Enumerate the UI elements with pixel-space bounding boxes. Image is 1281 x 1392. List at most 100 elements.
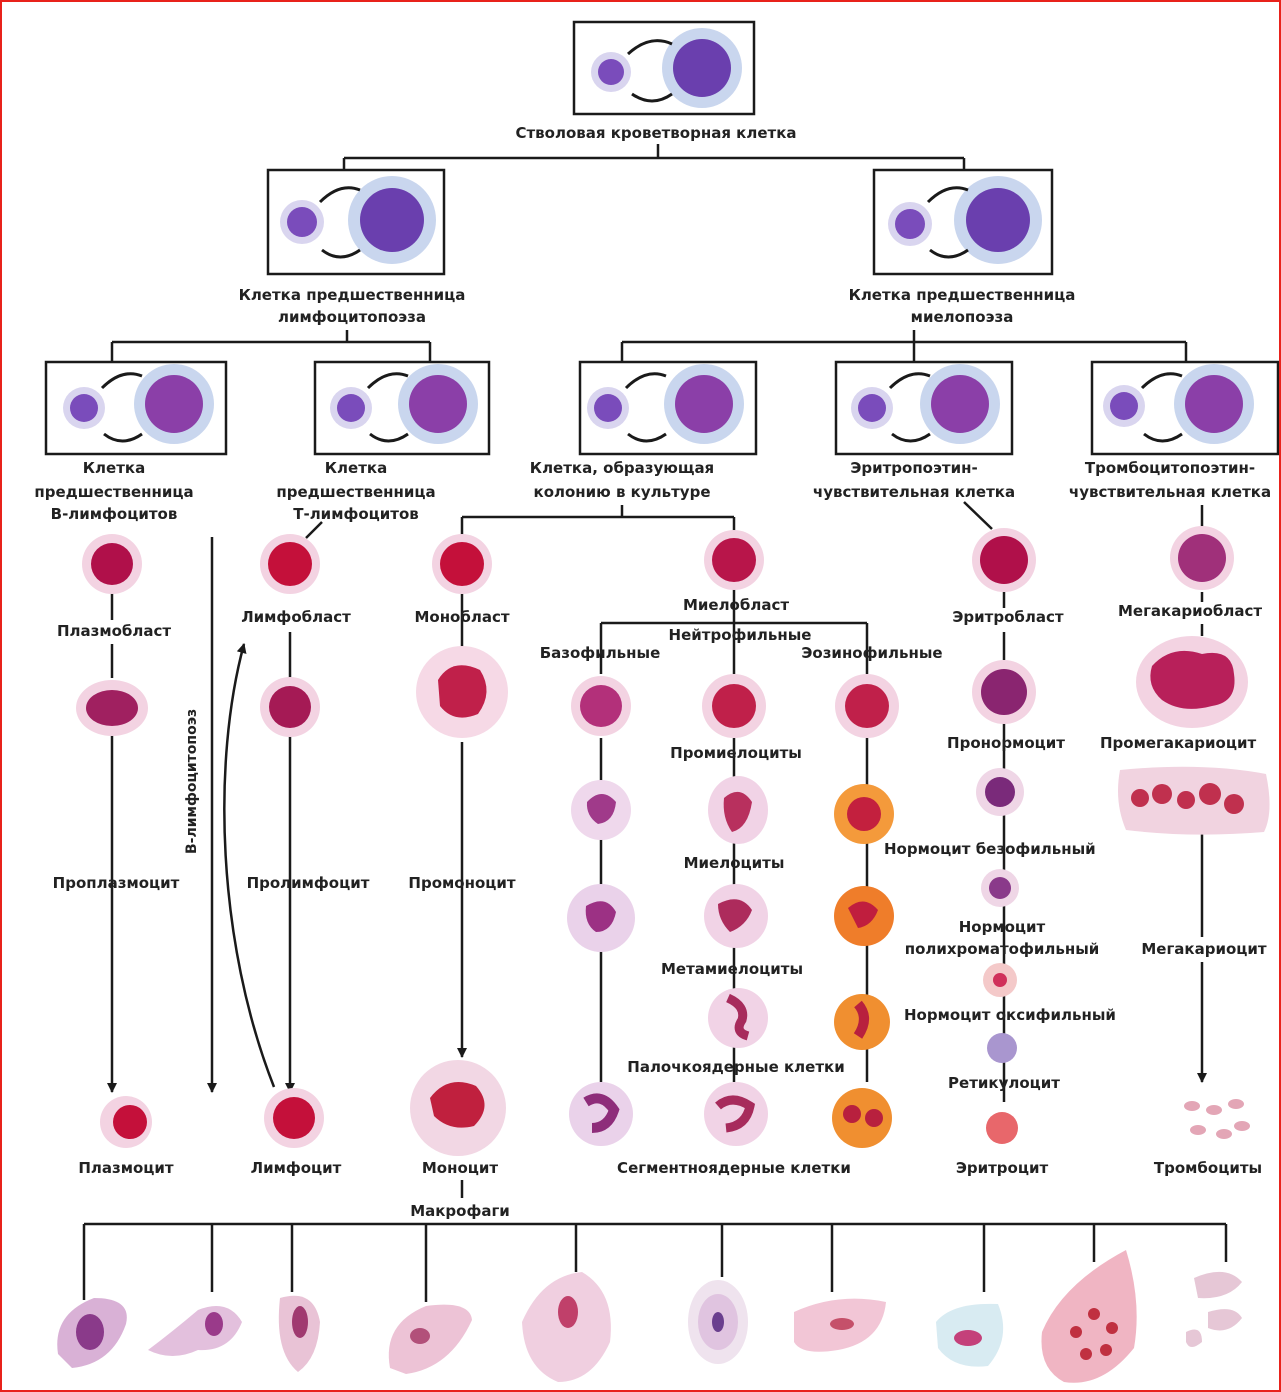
normocyte-basophilic-cell xyxy=(976,768,1024,816)
progenitor-boxes xyxy=(46,22,1278,454)
plasmoblast-cell xyxy=(82,534,142,594)
macrophage-8 xyxy=(936,1304,1003,1367)
t-progenitor-label-line3: Т-лимфоцитов xyxy=(293,505,419,524)
lymphoblast-cell xyxy=(260,534,320,594)
platelets-cluster xyxy=(1184,1099,1250,1139)
segmented-cells-label: Сегментноядерные клетки xyxy=(617,1159,851,1178)
promonocyte-cell xyxy=(416,646,508,738)
b-progenitor-label-line2: предшественница xyxy=(34,483,193,502)
macrophage-4 xyxy=(389,1305,472,1374)
prolymphocyte-precursor-cell xyxy=(260,677,320,737)
neutrophilic-myelocyte-cell xyxy=(708,776,768,844)
eosinophilic-myelocyte-cell xyxy=(834,784,894,844)
band-cells-label: Палочкоядерные клетки xyxy=(627,1058,844,1077)
normocyte-polychromatophilic-label-line1: Нормоцит xyxy=(959,918,1045,937)
lympho-progenitor-label-line1: Клетка предшественница xyxy=(239,286,466,305)
promegakaryocyte-cell xyxy=(1136,636,1248,728)
tree-connectors xyxy=(84,144,1226,1302)
lymphocyte-cell xyxy=(264,1088,324,1148)
b-progenitor-label-line3: В-лимфоцитов xyxy=(51,505,178,524)
neutrophilic-band-cell xyxy=(708,988,768,1048)
macrophage-7 xyxy=(794,1299,886,1352)
second-row-cells xyxy=(76,636,1248,738)
neutrophilic-promyelocyte-cell xyxy=(702,674,766,738)
normocyte-oxyphilic-cell xyxy=(983,963,1017,997)
t-progenitor-label-line1: Клетка xyxy=(325,459,387,478)
cfu-culture-label-line2: колонию в культуре xyxy=(534,483,711,502)
epo-sensitive-label-line2: чувствительная клетка xyxy=(813,483,1015,502)
macrophage-5 xyxy=(522,1272,611,1382)
lymphocyte-label: Лимфоцит xyxy=(251,1159,342,1178)
normocyte-oxyphilic-label: Нормоцит оксифильный xyxy=(904,1006,1116,1025)
pronormocyte-cell xyxy=(972,660,1036,724)
t-progenitor-label-line2: предшественница xyxy=(276,483,435,502)
megakaryoblast-cell xyxy=(1170,526,1234,590)
erythroblast-label: Эритробласт xyxy=(952,608,1063,627)
basophilic-metamyelocyte-cell xyxy=(567,884,635,952)
proplasmocyte-label: Проплазмоцит xyxy=(53,874,180,893)
stem-cell-label: Стволовая кроветворная клетка xyxy=(515,124,796,143)
myelocytes-label: Миелоциты xyxy=(684,854,785,873)
promyelocytes-label: Промиелоциты xyxy=(670,744,802,763)
myeloblast-label: Миелобласт xyxy=(683,596,789,615)
megakaryocyte-label: Мегакариоцит xyxy=(1141,940,1266,959)
macrophages-label: Макрофаги xyxy=(410,1202,510,1221)
plasmocyte-cell xyxy=(100,1096,152,1148)
eosinophil-segmented-cell xyxy=(832,1088,892,1148)
macrophage-row xyxy=(57,1250,1242,1383)
promonocyte-label: Промоноцит xyxy=(408,874,515,893)
neutrophilic-metamyelocyte-cell xyxy=(704,884,768,948)
reticulocyte-cell xyxy=(987,1033,1017,1063)
macrophage-6 xyxy=(688,1280,748,1364)
b-progenitor-label-line1: Клетка xyxy=(83,459,145,478)
basophilic-myelocyte-cell xyxy=(571,780,631,840)
macrophage-3 xyxy=(279,1296,320,1372)
basophilic-label: Базофильные xyxy=(540,644,661,663)
megakaryoblast-label: Мегакариобласт xyxy=(1118,602,1262,621)
monoblast-cell xyxy=(432,534,492,594)
proplasmocyte-precursor-cell xyxy=(76,680,148,736)
eosinophilic-band-cell xyxy=(834,994,890,1050)
megakaryocyte-cell xyxy=(1118,767,1270,835)
basophilic-promyelocyte-cell xyxy=(571,676,631,736)
lympho-progenitor-label-line2: лимфоцитопоэза xyxy=(278,308,426,327)
neutrophil-segmented-cell xyxy=(704,1082,768,1146)
platelets-label: Тромбоциты xyxy=(1154,1159,1262,1178)
lymphoblast-label: Лимфобласт xyxy=(241,608,351,627)
macrophage-1 xyxy=(57,1298,127,1368)
macrophage-10 xyxy=(1186,1272,1242,1347)
prolymphocyte-label: Пролимфоцит xyxy=(247,874,370,893)
neutrophilic-label: Нейтрофильные xyxy=(669,626,812,645)
b-lymphocytopoiesis-label: В-лимфоцитопоэз xyxy=(184,709,200,854)
pronormocyte-label: Пронормоцит xyxy=(947,734,1065,753)
normocyte-polychromatophilic-cell xyxy=(981,869,1019,907)
normocyte-polychromatophilic-label-line2: полихроматофильный xyxy=(905,940,1100,959)
metamyelocytes-label: Метамиелоциты xyxy=(661,960,803,979)
mature-cells xyxy=(100,1060,506,1156)
myeloblast-cell xyxy=(704,530,764,590)
myelo-progenitor-label-line2: миелопоэза xyxy=(911,308,1014,327)
monocyte-cell xyxy=(410,1060,506,1156)
promegakaryocyte-label: Промегакариоцит xyxy=(1100,734,1256,753)
eosinophilic-metamyelocyte-cell xyxy=(834,886,894,946)
plasmoblast-label: Плазмобласт xyxy=(57,622,171,641)
cfu-culture-label-line1: Клетка, образующая xyxy=(530,459,714,478)
erythrocyte-label: Эритроцит xyxy=(956,1159,1048,1178)
monocyte-label: Моноцит xyxy=(422,1159,498,1178)
monoblast-label: Монобласт xyxy=(414,608,509,627)
blast-cells xyxy=(82,526,1234,594)
tpo-sensitive-label-line1: Тромбоцитопоэтин- xyxy=(1085,459,1255,478)
normocyte-basophilic-label: Нормоцит безофильный xyxy=(884,840,1096,859)
macrophage-9 xyxy=(1041,1250,1136,1383)
eosinophilic-label: Эозинофильные xyxy=(801,644,942,663)
erythrocyte-cell xyxy=(986,1112,1018,1144)
reticulocyte-label: Ретикулоцит xyxy=(948,1074,1060,1093)
macrophage-2 xyxy=(148,1306,242,1356)
erythroblast-cell xyxy=(972,528,1036,592)
tpo-sensitive-label-line2: чувствительная клетка xyxy=(1069,483,1271,502)
basophil-segmented-cell xyxy=(569,1082,633,1146)
eosinophilic-promyelocyte-cell xyxy=(835,674,899,738)
epo-sensitive-label-line1: Эритропоэтин- xyxy=(850,459,977,478)
